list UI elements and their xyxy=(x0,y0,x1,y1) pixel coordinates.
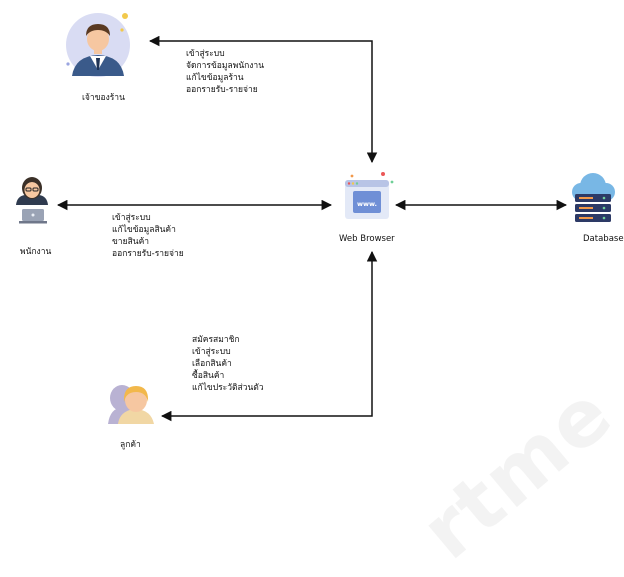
employee-action-item: ออกรายรับ-รายจ่าย xyxy=(112,249,184,259)
owner-action-item: ออกรายรับ-รายจ่าย xyxy=(186,85,258,95)
customer-actions-list: สมัครสมาชิก เข้าสู่ระบบ เลือกสินค้า ซื้อ… xyxy=(192,334,264,394)
database-icon xyxy=(572,173,615,222)
customer-action-item: เลือกสินค้า xyxy=(192,359,232,369)
owner-actions-list: เข้าสู่ระบบ จัดการข้อมูลพนักงาน แก้ไขข้อ… xyxy=(186,48,264,96)
database-label: Database xyxy=(583,234,624,244)
browser-label: Web Browser xyxy=(339,234,395,244)
web-browser-icon: www. xyxy=(345,172,394,219)
owner-avatar-icon xyxy=(66,13,130,77)
owner-browser-connector xyxy=(148,35,378,164)
customer-browser-connector xyxy=(160,250,378,422)
owner-action-item: จัดการข้อมูลพนักงาน xyxy=(186,61,265,71)
employee-action-item: ขายสินค้า xyxy=(112,237,150,247)
customer-action-item: แก้ไขประวัติส่วนตัว xyxy=(192,383,264,393)
customer-label: ลูกค้า xyxy=(120,440,141,450)
employee-action-item: แก้ไขข้อมูลสินค้า xyxy=(112,225,176,235)
owner-label: เจ้าของร้าน xyxy=(82,93,125,103)
browser-screen-text: www. xyxy=(357,200,377,208)
customer-avatar-icon xyxy=(108,385,154,424)
customer-action-item: สมัครสมาชิก xyxy=(192,335,240,345)
employee-avatar-icon xyxy=(16,177,48,224)
owner-action-item: เข้าสู่ระบบ xyxy=(186,49,225,59)
customer-action-item: เข้าสู่ระบบ xyxy=(192,347,231,357)
customer-action-item: ซื้อสินค้า xyxy=(192,371,225,381)
flow-diagram: www. xyxy=(16,13,615,424)
owner-action-item: แก้ไขข้อมูลร้าน xyxy=(186,73,244,83)
employee-label: พนักงาน xyxy=(20,247,52,257)
employee-actions-list: เข้าสู่ระบบ แก้ไขข้อมูลสินค้า ขายสินค้า … xyxy=(112,212,184,260)
employee-action-item: เข้าสู่ระบบ xyxy=(112,213,151,223)
